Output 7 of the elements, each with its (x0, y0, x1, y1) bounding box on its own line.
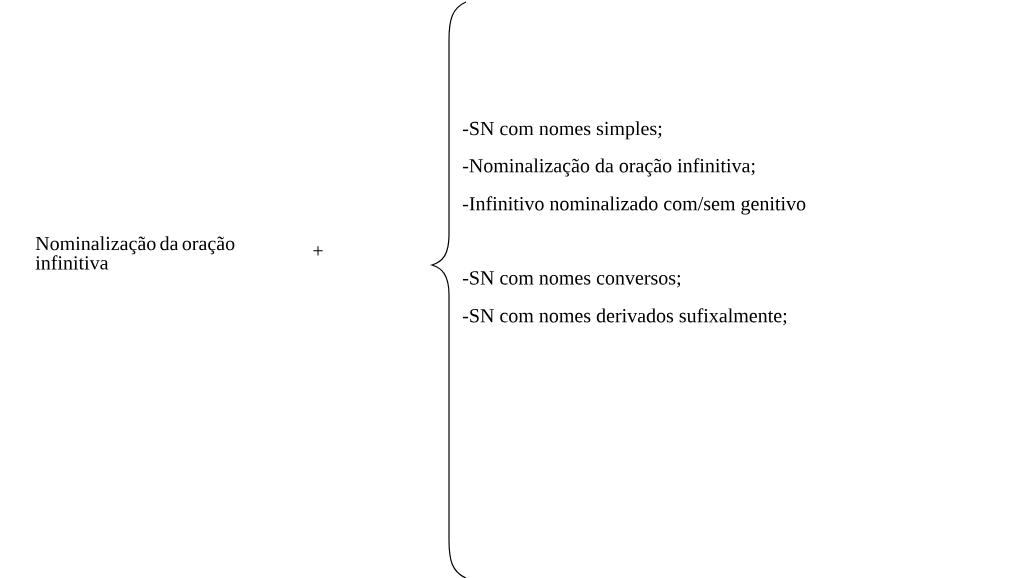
list-item: -SN com nomes simples; (462, 121, 662, 140)
left-text: Nominalização da oração infinitiva (35, 236, 235, 270)
list-item: -SN com nomes derivados sufixalmente; (462, 308, 787, 326)
plus-sign: + (313, 246, 323, 256)
list-item: -Infinitivo nominalizado com/sem genitivo (462, 196, 806, 215)
list-item: -Nominalização da oração infinitiva; (462, 158, 755, 177)
list-item: -SN com nomes conversos; (462, 271, 681, 288)
